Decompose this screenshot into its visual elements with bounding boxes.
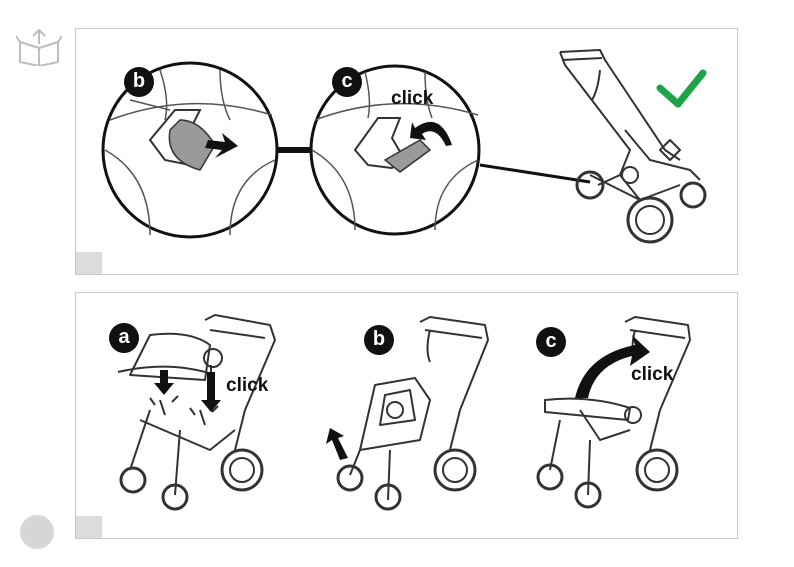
arrow-icon [326,428,348,460]
click-label: click [226,375,268,397]
page-number-dot [20,515,54,549]
arrow-icon [154,370,174,395]
step-badge-b: b [364,325,394,355]
click-label: click [631,364,673,386]
stroller-a-illustration [118,315,275,509]
step-badge-a: a [109,323,139,353]
stroller-b-illustration [338,317,488,509]
step-badge-c: c [536,327,566,357]
